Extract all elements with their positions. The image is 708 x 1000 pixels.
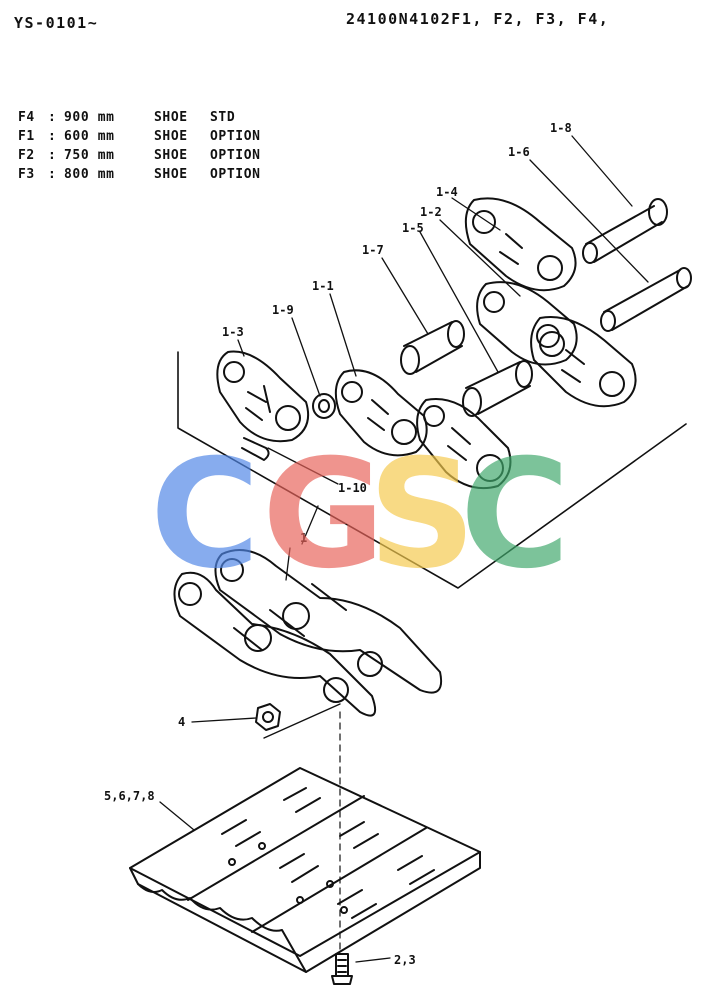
- track-link-1-4: [464, 197, 577, 292]
- shoe-item: SHOE: [154, 167, 188, 182]
- callout-5-6-7-8: 5,6,7,8: [104, 789, 155, 803]
- track-link-1-3: [216, 350, 310, 443]
- shoe-type: STD: [210, 110, 236, 125]
- shoe-row: F1:600 mm SHOE OPTION: [18, 127, 261, 146]
- shoe-row: F2:750 mm SHOE OPTION: [18, 146, 261, 165]
- track-shoe-5-6-7-8: [129, 767, 481, 973]
- track-link-1-2-pair: [530, 316, 637, 408]
- leader-lines: [159, 135, 649, 963]
- pin-1-6: [600, 267, 692, 332]
- shoe-row: F4:900 mm SHOE STD: [18, 108, 261, 127]
- callout-1-6: 1-6: [508, 145, 530, 159]
- serial-range: YS-0101~: [14, 14, 99, 32]
- track-link-1-2: [476, 281, 578, 366]
- shoe-code: F1: [18, 129, 35, 144]
- nut-guide-line: [263, 703, 341, 739]
- callout-1-9: 1-9: [272, 303, 294, 317]
- bushing-1-5: [462, 360, 533, 417]
- callout-2-3: 2,3: [394, 953, 416, 967]
- shoe-item: SHOE: [154, 110, 188, 125]
- callout-1-8: 1-8: [550, 121, 572, 135]
- callout-1-7: 1-7: [362, 243, 384, 257]
- shoe-size: 800 mm: [64, 167, 115, 182]
- callout-1-10: 1-10: [338, 481, 367, 495]
- callout-1: 1: [300, 531, 307, 545]
- shoe-item: SHOE: [154, 148, 188, 163]
- assembly-bracket-line: [177, 351, 687, 589]
- callout-1-5: 1-5: [402, 221, 424, 235]
- shoe-colon: :: [48, 148, 57, 163]
- clip-1-10: [241, 437, 270, 461]
- pin-1-8: [582, 198, 668, 264]
- watermark-letter: G: [262, 428, 386, 602]
- shoe-size: 900 mm: [64, 110, 115, 125]
- shoe-size: 600 mm: [64, 129, 115, 144]
- callout-1-3: 1-3: [222, 325, 244, 339]
- seal-1-9: [312, 393, 336, 419]
- shoe-size: 750 mm: [64, 148, 115, 163]
- callout-1-2: 1-2: [420, 205, 442, 219]
- shoe-colon: :: [48, 167, 57, 182]
- nut-4: [255, 703, 281, 731]
- bushing-1-7: [400, 320, 465, 375]
- shoe-code: F4: [18, 110, 35, 125]
- callout-1-1: 1-1: [312, 279, 334, 293]
- shoe-colon: :: [48, 129, 57, 144]
- track-link-1-1: [334, 369, 428, 457]
- shoe-type: OPTION: [210, 148, 261, 163]
- shoe-row: F3:800 mm SHOE OPTION: [18, 165, 261, 184]
- shoe-colon: :: [48, 110, 57, 125]
- shoe-type: OPTION: [210, 129, 261, 144]
- watermark-letter: C: [150, 428, 261, 602]
- shoe-code: F2: [18, 148, 35, 163]
- assembly-part-number: 24100N4102F1, F2, F3, F4,: [346, 10, 610, 28]
- watermark-letter: C: [460, 428, 571, 602]
- callout-4: 4: [178, 715, 185, 729]
- shoe-code: F3: [18, 167, 35, 182]
- shoe-type: OPTION: [210, 167, 261, 182]
- callout-1-4: 1-4: [436, 185, 458, 199]
- track-link-1-2-lower: [416, 398, 512, 490]
- track-chain-assembly-1: [173, 549, 442, 717]
- bolt-2-3: [331, 953, 353, 985]
- shoe-item: SHOE: [154, 129, 188, 144]
- watermark-letter: S: [368, 428, 477, 602]
